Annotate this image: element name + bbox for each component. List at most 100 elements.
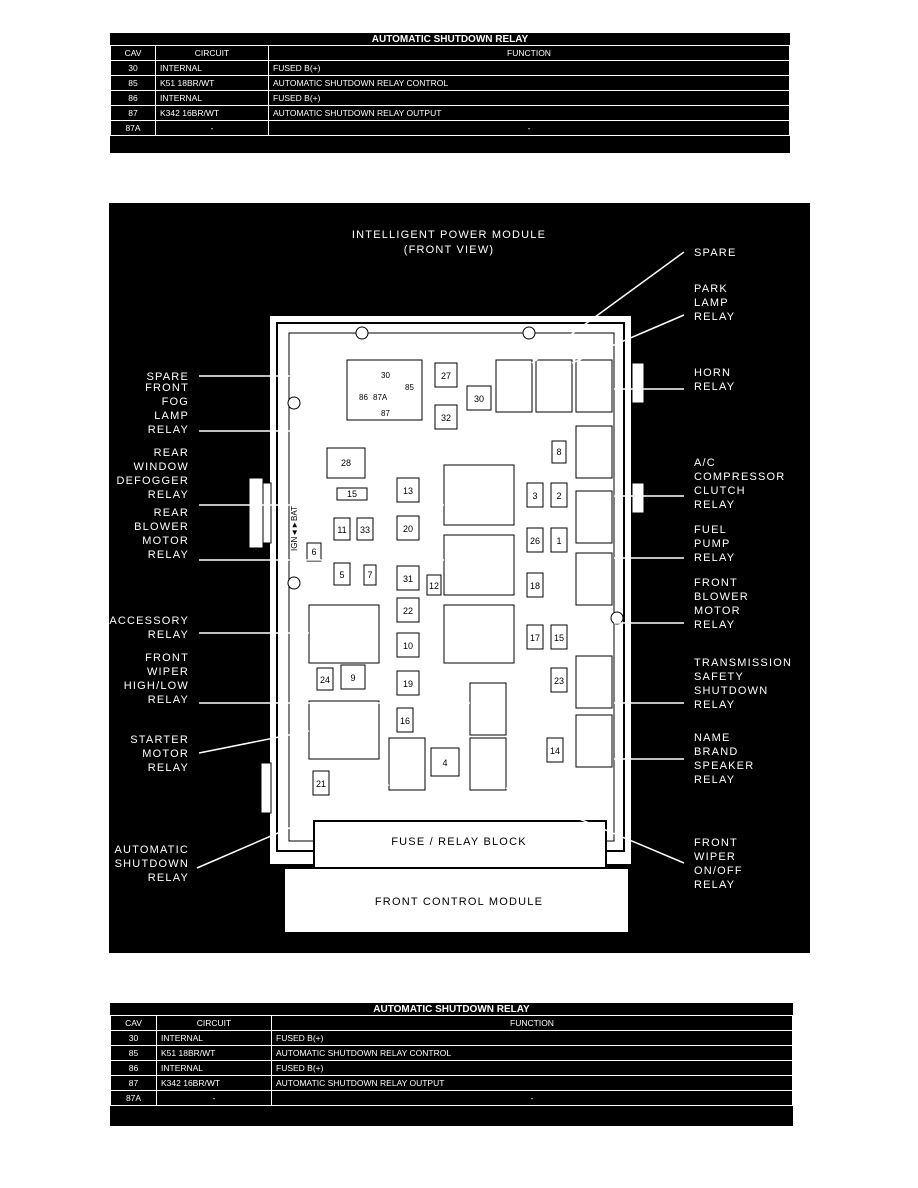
relay-pin-87a: 87A bbox=[373, 393, 388, 402]
fuse-label: 20 bbox=[403, 524, 413, 534]
fuse-label: 10 bbox=[403, 641, 413, 651]
callout-line: SPEAKER bbox=[694, 760, 754, 772]
header-cav: CAV bbox=[110, 1015, 157, 1031]
fuse-label: 31 bbox=[403, 574, 413, 584]
fuse-label: 16 bbox=[400, 716, 410, 726]
callout-line: PUMP bbox=[694, 538, 731, 550]
cell-function: - bbox=[268, 120, 790, 136]
fuse-label: 23 bbox=[554, 676, 564, 686]
cell-cav: 30 bbox=[110, 60, 156, 76]
callout-line: RELAY bbox=[694, 499, 735, 511]
cell-cav: 85 bbox=[110, 1045, 157, 1061]
cell-function: AUTOMATIC SHUTDOWN RELAY OUTPUT bbox=[268, 105, 790, 121]
relay-table-bottom: AUTOMATIC SHUTDOWN RELAY CAV CIRCUIT FUN… bbox=[110, 1003, 793, 1126]
callout-line: ON/OFF bbox=[694, 865, 743, 877]
callout-line: MOTOR bbox=[142, 748, 189, 760]
cell-function: AUTOMATIC SHUTDOWN RELAY CONTROL bbox=[268, 75, 790, 91]
callout-line: RELAY bbox=[694, 381, 735, 393]
cell-circuit: K342 16BR/WT bbox=[155, 105, 269, 121]
relay-pin-87: 87 bbox=[381, 409, 390, 418]
right-callouts: SPAREPARKLAMPRELAYHORNRELAYA/CCOMPRESSOR… bbox=[694, 247, 791, 891]
callout-line: PARK bbox=[694, 283, 728, 295]
cell-circuit: K51 18BR/WT bbox=[155, 75, 269, 91]
fuse-label: 13 bbox=[403, 486, 413, 496]
left-callouts: SPAREFRONTFOGLAMPRELAYREARWINDOWDEFOGGER… bbox=[109, 371, 189, 884]
fuse-label: 4 bbox=[442, 758, 447, 768]
cell-cav: 86 bbox=[110, 1060, 157, 1076]
table-row: 86 INTERNAL FUSED B(+) bbox=[110, 1060, 793, 1076]
fuse-label: 8 bbox=[556, 447, 561, 457]
callout-line: WINDOW bbox=[134, 461, 189, 473]
fuse-label: 17 bbox=[530, 633, 540, 643]
callout-line: COMPRESSOR bbox=[694, 471, 785, 483]
callout-line: FRONT bbox=[694, 577, 738, 589]
callout-line: REAR bbox=[154, 447, 189, 459]
cell-function: AUTOMATIC SHUTDOWN RELAY OUTPUT bbox=[271, 1075, 793, 1091]
fuse-label: 24 bbox=[320, 675, 330, 685]
cell-cav: 85 bbox=[110, 75, 156, 91]
callout-line: RELAY bbox=[148, 694, 189, 706]
module-drawing: INTELLIGENT POWER MODULE (FRONT VIEW) FU… bbox=[109, 229, 791, 934]
callout-line: SPARE bbox=[694, 247, 736, 259]
power-module-diagram: INTELLIGENT POWER MODULE (FRONT VIEW) FU… bbox=[109, 203, 810, 953]
callout-line: FOG bbox=[162, 396, 189, 408]
callout-line: BLOWER bbox=[694, 591, 749, 603]
callout-line: FRONT bbox=[145, 652, 189, 664]
callout-line: SHUTDOWN bbox=[115, 858, 189, 870]
callout-line: RELAY bbox=[694, 699, 735, 711]
table-row: 85 K51 18BR/WT AUTOMATIC SHUTDOWN RELAY … bbox=[110, 75, 790, 91]
callout-line: RELAY bbox=[148, 762, 189, 774]
mini-relays bbox=[388, 359, 613, 791]
header-circuit: CIRCUIT bbox=[156, 1015, 272, 1031]
cell-circuit: - bbox=[156, 1090, 272, 1106]
header-circuit: CIRCUIT bbox=[155, 45, 269, 61]
cell-circuit: K342 16BR/WT bbox=[156, 1075, 272, 1091]
header-cav: CAV bbox=[110, 45, 156, 61]
callout-line: RELAY bbox=[148, 872, 189, 884]
cell-circuit: INTERNAL bbox=[155, 90, 269, 106]
callout-line: FRONT bbox=[694, 837, 738, 849]
callout-line: HORN bbox=[694, 367, 731, 379]
callout-line: RELAY bbox=[148, 424, 189, 436]
fuse-label: 27 bbox=[441, 371, 451, 381]
table-row: 87 K342 16BR/WT AUTOMATIC SHUTDOWN RELAY… bbox=[110, 1075, 793, 1091]
relay-pin-30: 30 bbox=[381, 371, 390, 380]
fuse-label: 33 bbox=[360, 525, 370, 535]
fuse-label: 1 bbox=[556, 536, 561, 546]
table-caption: AUTOMATIC SHUTDOWN RELAY bbox=[373, 1003, 530, 1015]
table-row: 87 K342 16BR/WT AUTOMATIC SHUTDOWN RELAY… bbox=[110, 105, 790, 121]
table-row: 30 INTERNAL FUSED B(+) bbox=[110, 1030, 793, 1046]
callout-line: MOTOR bbox=[694, 605, 741, 617]
callout-line: FUEL bbox=[694, 524, 727, 536]
callout-line: FRONT bbox=[145, 382, 189, 394]
fuse-label: 32 bbox=[441, 413, 451, 423]
callout-line: WIPER bbox=[147, 666, 189, 678]
fuse-label: 28 bbox=[341, 458, 351, 468]
callout-line: SHUTDOWN bbox=[694, 685, 768, 697]
fuse-label: 9 bbox=[350, 673, 355, 683]
callout-line: SAFETY bbox=[694, 671, 744, 683]
cell-function: FUSED B(+) bbox=[268, 60, 790, 76]
fuse-label: 2 bbox=[556, 491, 561, 501]
relay-pin-85: 85 bbox=[405, 383, 414, 392]
relay-pinout-table: AUTOMATIC SHUTDOWN RELAY CAV CIRCUIT FUN… bbox=[110, 33, 790, 136]
relay-pinout-table: AUTOMATIC SHUTDOWN RELAY CAV CIRCUIT FUN… bbox=[110, 1003, 793, 1106]
header-function: FUNCTION bbox=[268, 45, 790, 61]
callout-line: HIGH/LOW bbox=[124, 680, 189, 692]
callout-line: LAMP bbox=[694, 297, 729, 309]
diagram-subtitle: (FRONT VIEW) bbox=[404, 244, 495, 256]
cell-circuit: INTERNAL bbox=[155, 60, 269, 76]
callout-line: SPARE bbox=[147, 371, 189, 383]
callout-line: RELAY bbox=[148, 629, 189, 641]
callout-line: MOTOR bbox=[142, 535, 189, 547]
diagram-title: INTELLIGENT POWER MODULE bbox=[352, 229, 546, 241]
cell-cav: 87 bbox=[110, 1075, 157, 1091]
